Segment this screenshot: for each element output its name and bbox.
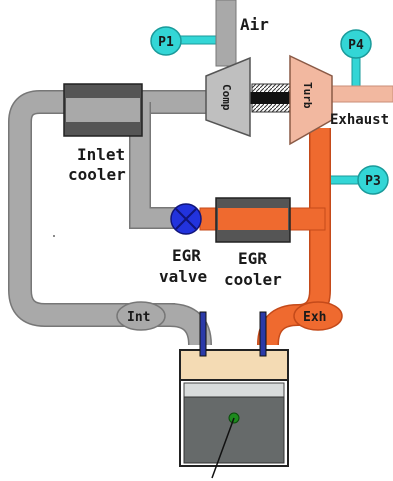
egr-cooler-label-2: cooler	[224, 270, 282, 289]
comp-label: Comp	[220, 84, 233, 111]
compressor-icon	[205, 56, 251, 138]
egr-intake-branch	[130, 102, 190, 228]
air-inlet-pipe	[215, 0, 237, 67]
turbo-shaft	[250, 92, 290, 104]
egr-cooler-label-1: EGR	[238, 249, 267, 268]
egr-valve-label-2: valve	[159, 267, 207, 286]
egr-valve-label-1: EGR	[172, 246, 201, 265]
intake-valve-stem	[199, 311, 207, 357]
sensor-p4-label: P4	[348, 38, 364, 53]
inlet-cooler-label-2: cooler	[68, 165, 126, 184]
intake-pipe	[8, 0, 237, 346]
exhaust-label: Exhaust	[330, 112, 389, 128]
exhaust-port	[293, 301, 343, 331]
piston-rings	[183, 382, 285, 398]
cylinder-head	[179, 349, 289, 381]
sensor-p4: P4	[340, 29, 372, 59]
sensor-p1: P1	[150, 26, 182, 56]
p1-line	[177, 35, 219, 45]
inlet-cooler-label-1: Inlet	[77, 145, 125, 164]
turb-label: Turb	[301, 82, 314, 109]
egr-cooler-core	[218, 208, 288, 230]
intake-loop-pipe	[9, 91, 226, 326]
intake-port	[116, 301, 166, 331]
cylinder	[179, 349, 289, 479]
turbine-icon	[289, 54, 333, 146]
exh-label: Exh	[303, 310, 326, 325]
egr-valve-icon	[170, 203, 202, 235]
sensor-p1-label: P1	[158, 35, 174, 50]
air-label: Air	[240, 15, 269, 34]
exhaust-valve-stem	[259, 311, 267, 357]
int-label: Int	[127, 310, 150, 325]
piston	[183, 396, 285, 464]
stray-mark	[53, 235, 55, 237]
sensor-p3-label: P3	[365, 174, 381, 189]
sensor-p3: P3	[357, 165, 389, 195]
inlet-cooler-core	[66, 98, 140, 122]
connecting-rod	[211, 417, 235, 479]
